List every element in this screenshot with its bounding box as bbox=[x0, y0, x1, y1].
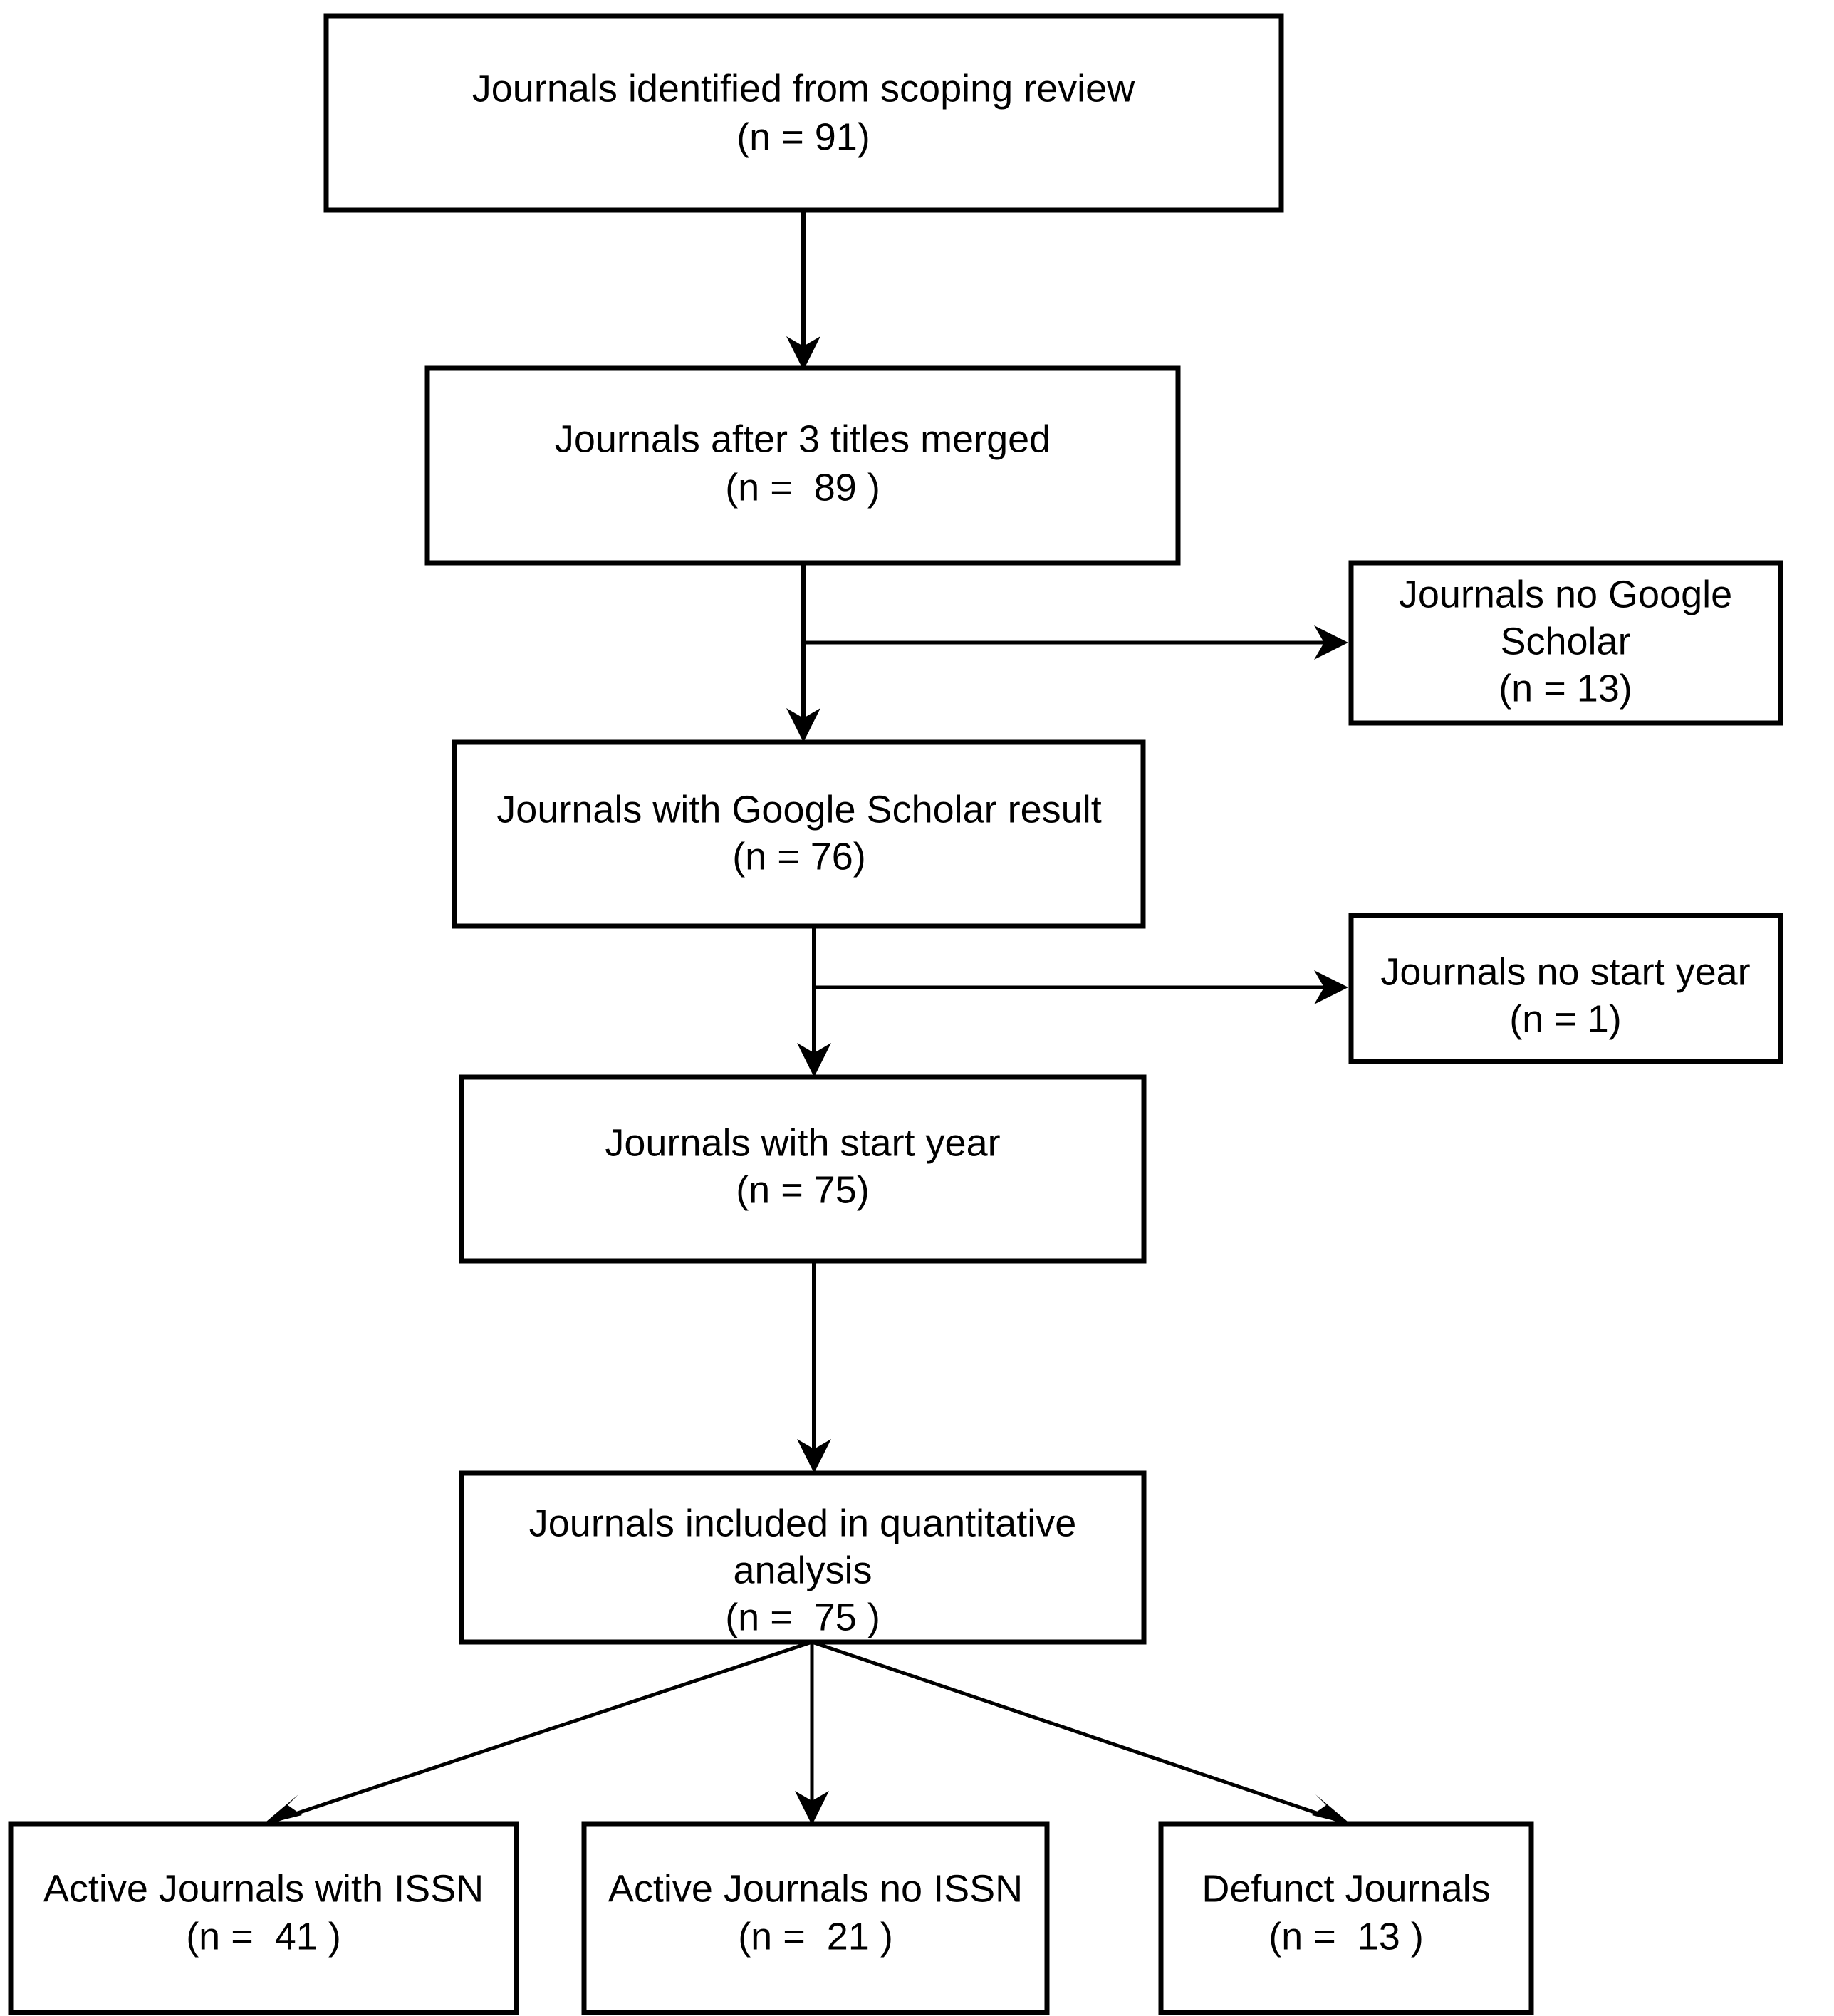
node-journals-included-line2: analysis bbox=[733, 1549, 872, 1591]
node-defunct-journals-line2: (n = 13 ) bbox=[1268, 1915, 1424, 1958]
node-active-journals-no-issn-line2: (n = 21 ) bbox=[738, 1915, 893, 1958]
node-journals-included[interactable]: Journals included in quantitative analys… bbox=[459, 1470, 1147, 1645]
edge-included-to-defunct bbox=[811, 1640, 1352, 1825]
node-active-journals-no-issn-line1: Active Journals no ISSN bbox=[608, 1867, 1023, 1910]
node-journals-with-google-scholar[interactable]: Journals with Google Scholar result (n =… bbox=[452, 739, 1146, 929]
edge-identified-to-merged bbox=[786, 210, 820, 370]
node-journals-no-google-scholar-line3: (n = 13) bbox=[1499, 667, 1632, 710]
node-journals-no-google-scholar[interactable]: Journals no Google Scholar (n = 13) bbox=[1348, 560, 1783, 726]
node-journals-no-start-year-line2: (n = 1) bbox=[1509, 997, 1622, 1040]
node-active-journals-with-issn-line2: (n = 41 ) bbox=[186, 1915, 341, 1958]
node-active-journals-with-issn-line1: Active Journals with ISSN bbox=[43, 1867, 484, 1910]
node-journals-no-google-scholar-line2: Scholar bbox=[1500, 620, 1630, 663]
node-active-journals-no-issn[interactable]: Active Journals no ISSN (n = 21 ) bbox=[581, 1821, 1050, 2015]
edge-start-year-to-included bbox=[797, 1261, 831, 1473]
edge-merged-to-no-google-scholar bbox=[803, 625, 1348, 660]
node-journals-identified-line2: (n = 91) bbox=[736, 115, 870, 158]
edge-google-scholar-to-no-start-year bbox=[814, 970, 1348, 1004]
node-journals-merged-line2: (n = 89 ) bbox=[725, 466, 880, 509]
edge-included-to-active-with-issn bbox=[262, 1640, 813, 1825]
node-journals-no-google-scholar-line1: Journals no Google bbox=[1399, 573, 1732, 615]
node-journals-with-start-year-line1: Journals with start year bbox=[605, 1121, 1000, 1164]
edge-google-scholar-to-with-start-year bbox=[797, 926, 831, 1077]
node-journals-included-line3: (n = 75 ) bbox=[725, 1596, 880, 1638]
node-defunct-journals-line1: Defunct Journals bbox=[1202, 1867, 1490, 1910]
node-journals-included-line1: Journals included in quantitative bbox=[529, 1502, 1077, 1544]
node-journals-with-start-year[interactable]: Journals with start year (n = 75) bbox=[459, 1074, 1147, 1264]
node-journals-identified[interactable]: Journals identified from scoping review … bbox=[323, 13, 1284, 213]
node-active-journals-with-issn[interactable]: Active Journals with ISSN (n = 41 ) bbox=[8, 1821, 519, 2015]
node-journals-no-start-year[interactable]: Journals no start year (n = 1) bbox=[1348, 913, 1783, 1064]
node-defunct-journals[interactable]: Defunct Journals (n = 13 ) bbox=[1158, 1821, 1534, 2015]
node-journals-merged[interactable]: Journals after 3 titles merged (n = 89 ) bbox=[424, 365, 1181, 566]
node-journals-with-start-year-line2: (n = 75) bbox=[736, 1168, 870, 1211]
node-journals-identified-line1: Journals identified from scoping review bbox=[472, 67, 1135, 110]
edge-included-to-active-no-issn bbox=[795, 1642, 829, 1825]
edge-merged-to-with-google-scholar bbox=[786, 563, 820, 742]
node-journals-merged-line1: Journals after 3 titles merged bbox=[555, 417, 1051, 460]
node-journals-with-google-scholar-line1: Journals with Google Scholar result bbox=[496, 788, 1101, 831]
node-journals-with-google-scholar-line2: (n = 76) bbox=[732, 835, 866, 878]
node-journals-no-start-year-line1: Journals no start year bbox=[1380, 950, 1750, 993]
